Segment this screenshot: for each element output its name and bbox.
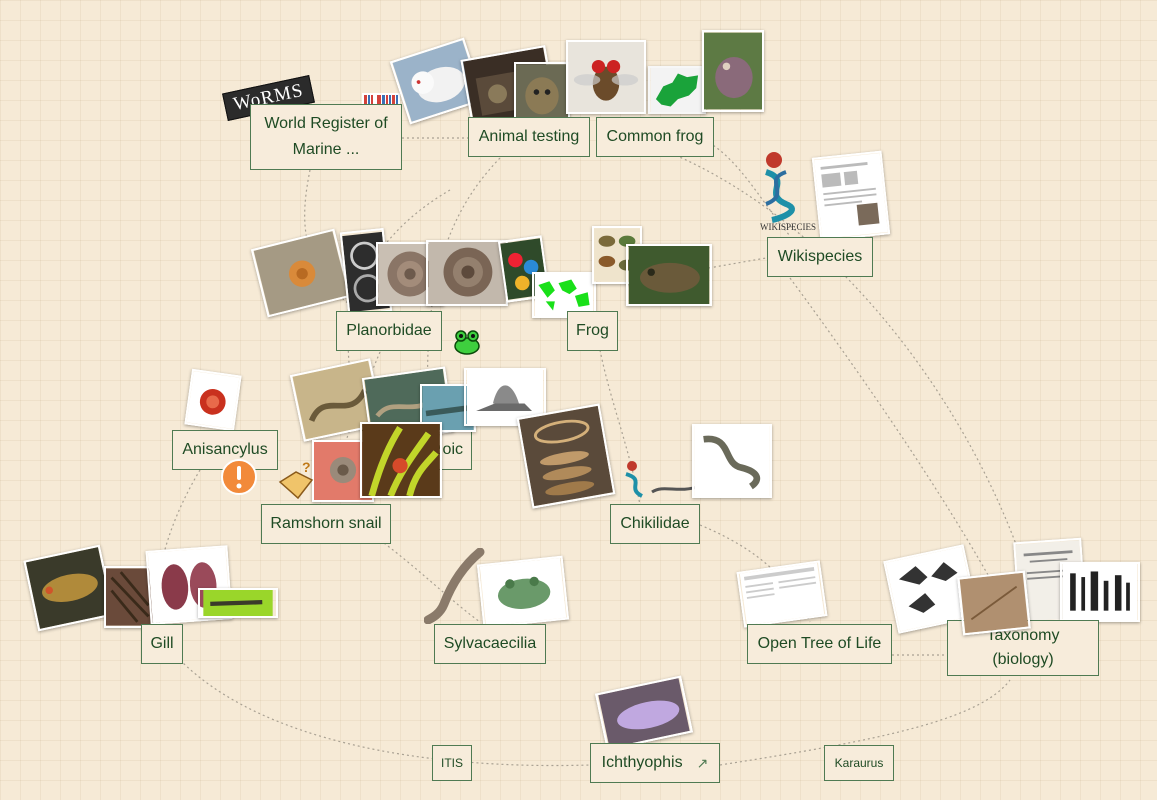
thumb-monkey[interactable] xyxy=(514,62,570,124)
node-planorbidae[interactable]: Planorbidae xyxy=(336,311,442,351)
thumb-salamander-drawing[interactable] xyxy=(424,548,486,624)
thumb-spindle-diagram[interactable] xyxy=(1060,562,1140,622)
warning-icon xyxy=(221,459,257,495)
thumb-common-frog[interactable] xyxy=(702,30,764,112)
thumb-axolotl[interactable] xyxy=(198,588,278,618)
node-itis[interactable]: ITIS xyxy=(432,745,472,781)
node-animal-testing[interactable]: Animal testing xyxy=(468,117,590,157)
svg-text:WIKISPECIES: WIKISPECIES xyxy=(760,222,816,232)
node-chikilidae[interactable]: Chikilidae xyxy=(610,504,700,544)
node-anisancylus[interactable]: Anisancylus xyxy=(172,430,278,470)
question-book-icon: ? xyxy=(278,459,314,500)
thumb-fruit-fly[interactable] xyxy=(566,40,646,114)
svg-text:?: ? xyxy=(302,459,311,475)
thumb-frog-photo[interactable] xyxy=(626,244,712,306)
thumb-open-tree-screenshot[interactable] xyxy=(736,560,828,628)
node-frog[interactable]: Frog xyxy=(567,311,618,351)
thumb-aquarium-plant[interactable] xyxy=(360,422,442,498)
node-wikispecies[interactable]: Wikispecies xyxy=(767,237,873,277)
wikispecies-small-icon xyxy=(625,461,644,498)
node-ichthyophis[interactable]: Ichthyophis ↗ xyxy=(590,743,720,783)
thumb-fish-gill[interactable] xyxy=(23,544,115,632)
node-open-tree-of-life[interactable]: Open Tree of Life xyxy=(747,624,892,664)
node-common-frog[interactable]: Common frog xyxy=(596,117,714,157)
thumb-taxonomy-parchment[interactable] xyxy=(957,570,1031,636)
node-worms[interactable]: World Register of Marine ... xyxy=(250,104,402,170)
link-gill-ichthyophis xyxy=(179,659,591,767)
node-karaurus[interactable]: Karaurus xyxy=(824,745,894,781)
node-gill[interactable]: Gill xyxy=(141,624,183,664)
frog-icon xyxy=(454,330,480,355)
thumb-gill-closeup[interactable] xyxy=(104,566,156,628)
node-ichthyophis-label: Ichthyophis xyxy=(601,754,683,771)
thumb-ichthyophis[interactable] xyxy=(594,675,694,751)
thumb-snail-shell-orange[interactable] xyxy=(250,228,352,318)
thumb-world-map-frog[interactable] xyxy=(532,272,596,318)
node-sylvacaecilia[interactable]: Sylvacaecilia xyxy=(434,624,546,664)
thumb-caecilian-illustration[interactable] xyxy=(692,424,772,498)
external-link-icon[interactable]: ↗ xyxy=(696,755,709,771)
wikispecies-logo: WIKISPECIES xyxy=(760,152,816,232)
node-ramshorn-snail[interactable]: Ramshorn snail xyxy=(261,504,391,544)
thumb-anisancylus[interactable] xyxy=(184,368,242,432)
thumb-chikilidae-specimens[interactable] xyxy=(516,403,616,509)
thumb-white-rat[interactable] xyxy=(389,37,485,125)
thumb-europe-map[interactable] xyxy=(648,66,706,114)
thumb-green-frog[interactable] xyxy=(476,555,570,629)
thumb-planorbid-shell-2[interactable] xyxy=(426,240,508,306)
